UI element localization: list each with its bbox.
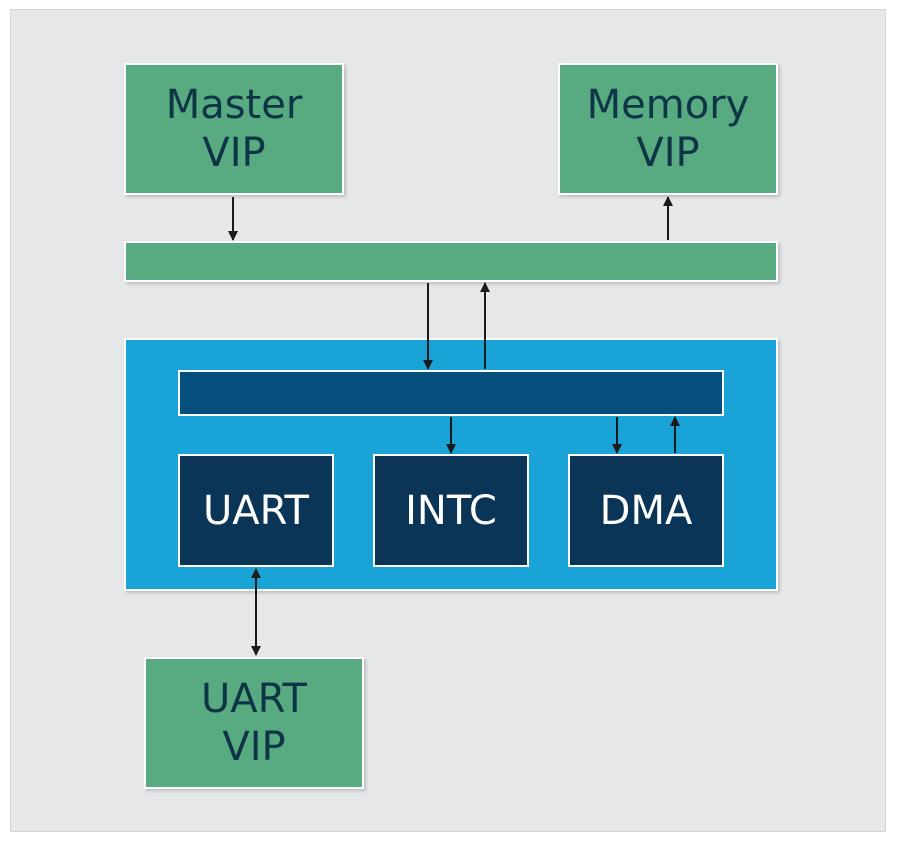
internal-bus (178, 370, 724, 416)
uart-vip-label-line1: UART (201, 676, 307, 722)
uart-block: UART (178, 454, 334, 567)
dma-block: DMA (568, 454, 724, 567)
master-vip-block: Master VIP (124, 63, 344, 195)
memory-vip-label-line2: VIP (636, 130, 700, 176)
testbench-bus (124, 241, 778, 282)
intc-block: INTC (373, 454, 529, 567)
intc-label: INTC (405, 487, 497, 534)
master-vip-label-line2: VIP (202, 130, 266, 176)
uart-vip-block: UART VIP (144, 657, 364, 789)
memory-vip-block: Memory VIP (558, 63, 778, 195)
dma-label: DMA (599, 487, 693, 534)
memory-vip-label-line1: Memory (586, 82, 750, 128)
master-vip-label-line1: Master (165, 82, 303, 128)
uart-label: UART (203, 487, 309, 534)
uart-vip-label-line2: VIP (222, 724, 286, 770)
